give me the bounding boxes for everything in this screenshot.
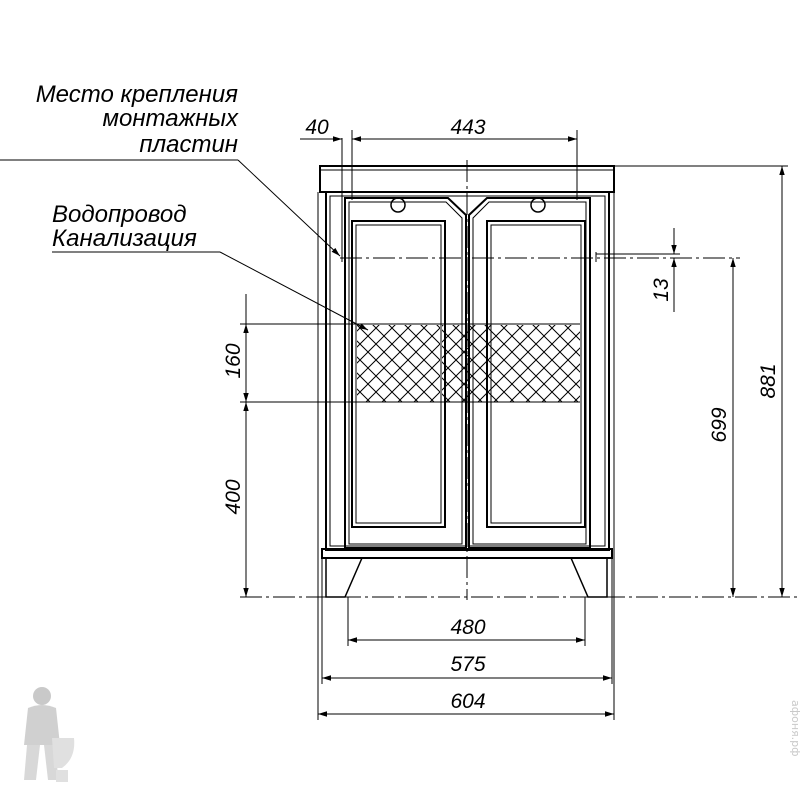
pipes-label-line1: Водопровод	[52, 201, 186, 228]
cabinet-front-view	[319, 165, 615, 598]
dim-top-span: 443	[450, 116, 485, 139]
right-leg	[570, 557, 608, 598]
dim-pipe-zone: 160	[222, 343, 245, 378]
dim-mount-height: 13	[650, 278, 673, 302]
mounting-label-line1: Место крепления	[36, 81, 238, 108]
leader-lines	[0, 159, 369, 331]
callout-labels: Место крепления монтажных пластин Водопр…	[36, 81, 239, 252]
dim-body-width: 575	[450, 653, 485, 676]
dim-total-height: 881	[757, 363, 780, 398]
mounting-label-line3: пластин	[139, 131, 238, 158]
left-leg	[325, 557, 363, 598]
right-door-lattice	[492, 325, 580, 402]
left-door-lattice	[357, 325, 440, 402]
dim-top-width: 604	[450, 690, 485, 713]
dimension-labels: 40 443 160 400 13 699 881 480 575 604	[222, 116, 780, 713]
mounting-label-line2: монтажных	[103, 105, 239, 132]
dim-leg-span: 480	[450, 616, 485, 639]
left-door	[344, 197, 467, 549]
plumber-mascot-logo	[24, 687, 75, 782]
right-mount-hole	[530, 197, 546, 213]
dim-pipe-height: 400	[222, 479, 245, 514]
dimension-lines	[243, 136, 785, 717]
left-mount-hole	[390, 197, 406, 213]
dim-mount-offset: 40	[305, 116, 329, 139]
watermark-site-text: aфоня.рф	[789, 700, 800, 757]
dim-mount-level: 699	[708, 407, 731, 442]
right-door	[468, 197, 591, 549]
pipes-label-line2: Канализация	[52, 225, 197, 252]
